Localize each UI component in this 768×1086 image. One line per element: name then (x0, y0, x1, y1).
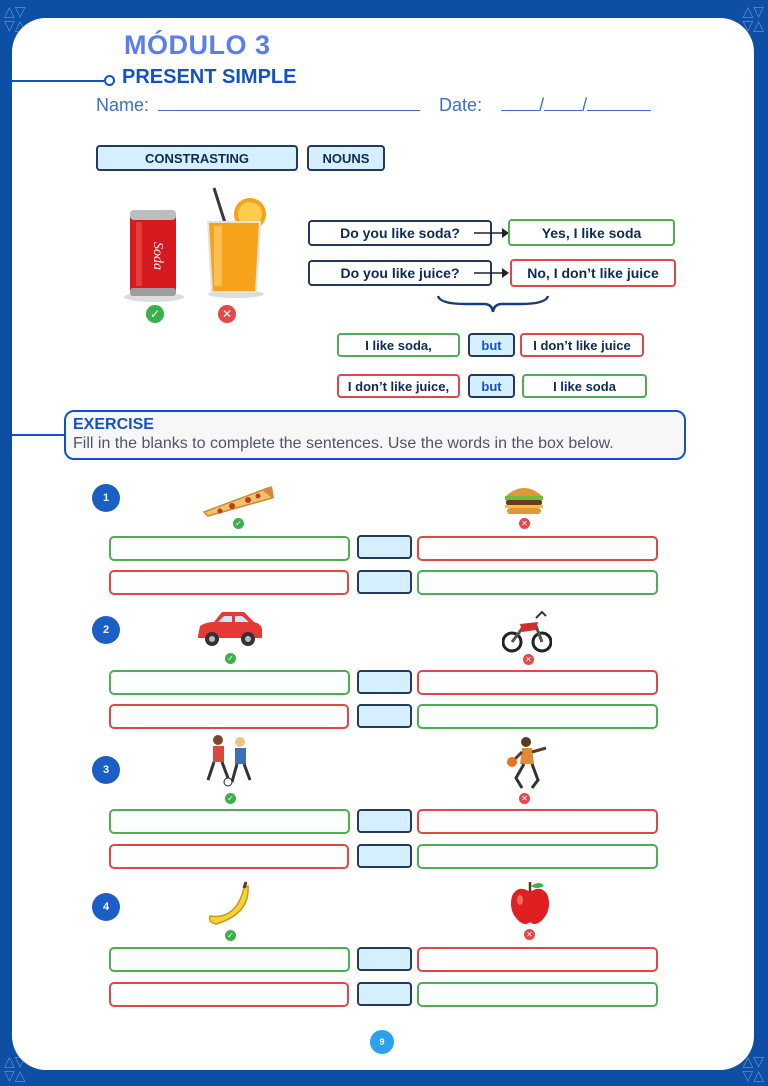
topic-title: PRESENT SIMPLE (122, 66, 297, 88)
answer-box[interactable] (109, 844, 349, 869)
answer-box[interactable] (109, 982, 349, 1007)
check-icon: ✓ (225, 653, 236, 664)
corner-decoration: △▽▽△ (742, 3, 764, 33)
check-icon: ✓ (225, 793, 236, 804)
item-number: 2 (92, 616, 120, 644)
contrast-right: I don’t like juice (520, 333, 644, 357)
check-icon: ✓ (233, 518, 244, 529)
date-label: Date: (439, 95, 483, 115)
banana-icon (208, 881, 249, 925)
contrast-left: I don’t like juice, (337, 374, 460, 398)
check-icon: ✓ (146, 305, 164, 323)
label-nouns: NOUNS (307, 145, 385, 171)
cross-icon: ✕ (524, 929, 535, 940)
burger-icon (505, 488, 543, 514)
page-number: 9 (370, 1030, 394, 1054)
check-icon: ✓ (225, 930, 236, 941)
connector-but: but (468, 374, 515, 398)
answer-box[interactable] (109, 670, 350, 695)
corner-decoration: △▽▽△ (742, 1053, 764, 1083)
car-icon (198, 612, 262, 646)
connector-box[interactable] (357, 570, 412, 594)
header-dot (104, 75, 115, 86)
date-day-field[interactable] (501, 94, 540, 111)
answer-box[interactable] (417, 982, 658, 1007)
date-month-field[interactable] (544, 94, 583, 111)
connector-box[interactable] (357, 947, 412, 971)
connector-box[interactable] (357, 844, 412, 868)
motorcycle-icon (502, 610, 552, 653)
contrast-left: I like soda, (337, 333, 460, 357)
contrast-right: I like soda (522, 374, 647, 398)
basketball-icon (507, 737, 547, 789)
date-year-field[interactable] (587, 94, 652, 111)
cross-icon: ✕ (519, 793, 530, 804)
worksheet-page: MÓDULO 3 PRESENT SIMPLE Name: Date: / / C… (12, 18, 754, 1070)
date-separator: / (582, 95, 588, 115)
connector-box[interactable] (357, 809, 412, 833)
svg-text:Soda: Soda (150, 242, 165, 270)
connector-box[interactable] (357, 704, 412, 728)
exercise-line (12, 434, 64, 436)
arrow-icon (474, 228, 509, 238)
exercise-title: EXERCISE (73, 416, 154, 433)
answer-box[interactable] (417, 536, 658, 561)
date-separator: / (539, 95, 545, 115)
juice-glass-icon (206, 187, 266, 298)
exercise-instructions: Fill in the blanks to complete the sente… (73, 435, 614, 452)
answer-box[interactable] (109, 536, 350, 561)
connector-but: but (468, 333, 515, 357)
item-number: 4 (92, 893, 120, 921)
cross-icon: ✕ (523, 654, 534, 665)
arrow-icon (474, 268, 509, 278)
item-number: 1 (92, 484, 120, 512)
connector-box[interactable] (357, 535, 412, 559)
answer-box[interactable] (417, 670, 658, 695)
answer-box[interactable] (417, 570, 658, 595)
name-label: Name: (96, 95, 150, 115)
question-juice: Do you like juice? (308, 260, 492, 286)
name-date-row: Name: Date: / / (96, 94, 652, 116)
item-number: 3 (92, 756, 120, 784)
apple-icon (511, 882, 549, 924)
question-soda: Do you like soda? (308, 220, 492, 246)
answer-box[interactable] (109, 704, 349, 729)
header-line (12, 80, 104, 82)
answer-box[interactable] (417, 704, 658, 729)
exercise-box: EXERCISE Fill in the blanks to complete … (64, 410, 686, 460)
answer-box[interactable] (109, 947, 350, 972)
answer-box[interactable] (109, 809, 350, 834)
cross-icon: ✕ (519, 518, 530, 529)
cross-icon: ✕ (218, 305, 236, 323)
name-field[interactable] (158, 94, 421, 111)
pizza-icon (202, 486, 274, 517)
connector-box[interactable] (357, 670, 412, 694)
brace-icon (436, 295, 550, 313)
module-title: MÓDULO 3 (124, 30, 271, 60)
answer-soda: Yes, I like soda (508, 219, 675, 246)
answer-box[interactable] (417, 844, 658, 869)
soccer-icon (206, 735, 252, 787)
answer-box[interactable] (417, 809, 658, 834)
connector-box[interactable] (357, 982, 412, 1006)
answer-box[interactable] (109, 570, 349, 595)
label-constrasting: CONSTRASTING (96, 145, 298, 171)
answer-box[interactable] (417, 947, 658, 972)
soda-can-icon: Soda (124, 210, 184, 302)
answer-juice: No, I don’t like juice (510, 259, 676, 287)
